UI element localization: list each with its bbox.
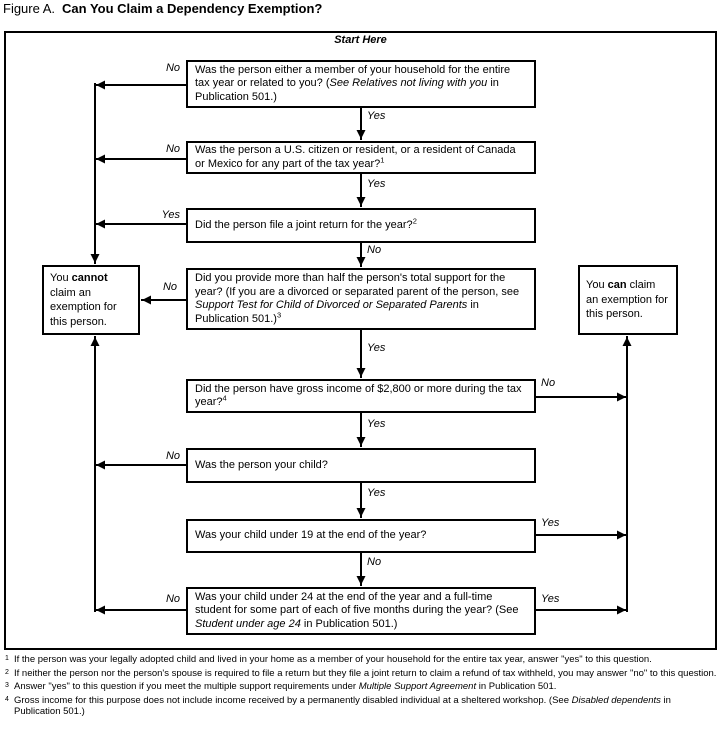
footnote-text: If the person was your legally adopted c…	[14, 654, 652, 665]
figure-title: Figure A. Can You Claim a Dependency Exem…	[3, 1, 322, 16]
footnote-3: 3 Answer "yes" to this question if you m…	[3, 681, 718, 693]
footnote-text: If neither the person nor the person's s…	[14, 667, 717, 679]
edge-label-q5-no: No	[541, 377, 556, 389]
edge-label-q5-yes: Yes	[367, 418, 386, 430]
edge-label-q3-yes: Yes	[161, 209, 180, 221]
outcome-box-cannot-claim: You cannot claim an exemption for this p…	[42, 265, 140, 335]
footnote-1: 1 If the person was your legally adopted…	[3, 654, 718, 666]
footnote-4: 4 Gross income for this purpose does not…	[3, 695, 718, 718]
question-box-support: Did you provide more than half the perso…	[186, 268, 536, 330]
footnote-number: 4	[5, 695, 9, 703]
question-box-household: Was the person either a member of your h…	[186, 60, 536, 108]
edge-label-q8-no: No	[165, 593, 180, 605]
question-box-gross-income: Did the person have gross income of $2,8…	[186, 379, 536, 413]
footnote-2: 2 If neither the person nor the person's…	[3, 668, 718, 680]
figure-heading: Can You Claim a Dependency Exemption?	[62, 1, 323, 16]
edge-label-q1-no: No	[165, 62, 180, 74]
outcome-text: You can claim an exemption for this pers…	[586, 279, 668, 321]
question-box-under-24-student: Was your child under 24 at the end of th…	[186, 587, 536, 635]
question-text: Did you provide more than half the perso…	[195, 272, 520, 325]
question-box-citizen: Was the person a U.S. citizen or residen…	[186, 141, 536, 174]
footnote-number: 2	[5, 668, 9, 676]
edge-label-q8-yes: Yes	[541, 593, 560, 605]
edge-label-q4-no: No	[162, 281, 177, 293]
footnote-number: 1	[5, 655, 9, 662]
outcome-text: You cannot claim an exemption for this p…	[50, 272, 117, 328]
footnotes: 1 If the person was your legally adopted…	[3, 654, 718, 720]
flowchart-frame	[4, 31, 717, 650]
edge-label-q1-yes: Yes	[367, 110, 386, 122]
edge-label-q6-yes: Yes	[367, 487, 386, 499]
question-text: Did the person file a joint return for t…	[195, 216, 417, 231]
edge-label-q6-no: No	[165, 450, 180, 462]
question-text: Was your child under 19 at the end of th…	[195, 529, 427, 542]
edge-label-q4-yes: Yes	[367, 342, 386, 354]
question-text: Was the person a U.S. citizen or residen…	[195, 144, 516, 170]
question-box-joint-return: Did the person file a joint return for t…	[186, 208, 536, 243]
edge-label-q2-no: No	[165, 143, 180, 155]
footnote-text: Answer "yes" to this question if you mee…	[14, 681, 557, 692]
edge-label-q7-no: No	[367, 556, 382, 568]
question-box-under-19: Was your child under 19 at the end of th…	[186, 519, 536, 553]
footnote-text: Gross income for this purpose does not i…	[14, 694, 671, 718]
question-text: Was the person your child?	[195, 458, 328, 471]
footnote-number: 3	[5, 682, 9, 689]
figure-label: Figure A.	[3, 1, 56, 16]
question-text: Was your child under 24 at the end of th…	[195, 590, 519, 630]
question-text: Did the person have gross income of $2,8…	[195, 382, 522, 409]
edge-label-q2-yes: Yes	[367, 178, 386, 190]
question-text: Was the person either a member of your h…	[195, 63, 511, 103]
edge-label-q7-yes: Yes	[541, 517, 560, 529]
edge-label-q3-no: No	[367, 244, 382, 256]
question-box-your-child: Was the person your child?	[186, 448, 536, 483]
start-here-label: Start Here	[334, 34, 387, 46]
outcome-box-can-claim: You can claim an exemption for this pers…	[578, 265, 678, 335]
